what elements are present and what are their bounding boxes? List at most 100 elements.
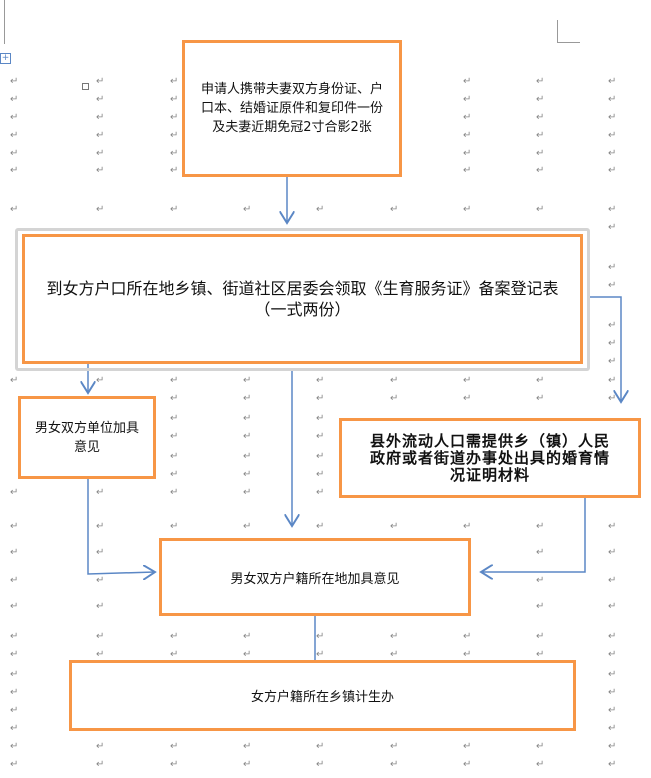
- flow-step-5[interactable]: 女方户籍所在乡镇计生办: [69, 660, 576, 731]
- paragraph-return-icon: ↵: [536, 393, 545, 404]
- paragraph-return-icon: ↵: [316, 631, 325, 642]
- paragraph-return-icon: ↵: [316, 413, 325, 424]
- paragraph-return-icon: ↵: [10, 601, 19, 612]
- paragraph-return-icon: ↵: [463, 165, 472, 176]
- paragraph-return-icon: ↵: [608, 705, 617, 716]
- flow-step-3b[interactable]: 县外流动人口需提供乡（镇）人民政府或者街道办事处出具的婚育情况证明材料: [339, 418, 641, 498]
- paragraph-return-icon: ↵: [536, 547, 545, 558]
- flow-step-2[interactable]: 到女方户口所在地乡镇、街道社区居委会领取《生育服务证》备案登记表（一式两份）: [22, 234, 583, 364]
- paragraph-return-icon: ↵: [463, 521, 472, 532]
- paragraph-return-icon: ↵: [170, 631, 179, 642]
- paragraph-return-icon: ↵: [608, 723, 617, 734]
- paragraph-return-icon: ↵: [96, 487, 105, 498]
- paragraph-return-icon: ↵: [608, 649, 617, 660]
- paragraph-return-icon: ↵: [463, 112, 472, 123]
- paragraph-return-icon: ↵: [316, 487, 325, 498]
- paragraph-return-icon: ↵: [10, 759, 19, 770]
- paragraph-return-icon: ↵: [170, 451, 179, 462]
- paragraph-return-icon: ↵: [243, 469, 252, 480]
- paragraph-return-icon: ↵: [536, 112, 545, 123]
- paragraph-return-icon: ↵: [316, 375, 325, 386]
- paragraph-return-icon: ↵: [10, 94, 19, 105]
- paragraph-return-icon: ↵: [316, 451, 325, 462]
- paragraph-return-icon: ↵: [463, 759, 472, 770]
- paragraph-return-icon: ↵: [536, 601, 545, 612]
- paragraph-return-icon: ↵: [96, 76, 105, 87]
- paragraph-return-icon: ↵: [608, 393, 617, 404]
- paragraph-return-icon: ↵: [536, 741, 545, 752]
- paragraph-return-icon: ↵: [96, 547, 105, 558]
- paragraph-return-icon: ↵: [316, 393, 325, 404]
- paragraph-return-icon: ↵: [10, 669, 19, 680]
- paragraph-return-icon: ↵: [316, 469, 325, 480]
- paragraph-return-icon: ↵: [608, 222, 617, 233]
- page-corner-mark: [0, 0, 5, 44]
- paragraph-return-icon: ↵: [96, 148, 105, 159]
- paragraph-return-icon: ↵: [536, 148, 545, 159]
- paragraph-return-icon: ↵: [608, 165, 617, 176]
- paragraph-return-icon: ↵: [608, 356, 617, 367]
- paragraph-return-icon: ↵: [608, 741, 617, 752]
- paragraph-return-icon: ↵: [96, 631, 105, 642]
- paragraph-return-icon: ↵: [96, 759, 105, 770]
- paragraph-return-icon: ↵: [10, 575, 19, 586]
- paragraph-return-icon: ↵: [536, 165, 545, 176]
- paragraph-return-icon: ↵: [10, 130, 19, 141]
- paragraph-return-icon: ↵: [243, 413, 252, 424]
- paragraph-return-icon: ↵: [10, 487, 19, 498]
- selection-frame[interactable]: [15, 228, 590, 371]
- paragraph-return-icon: ↵: [96, 601, 105, 612]
- paragraph-return-icon: ↵: [170, 94, 179, 105]
- flow-step-3a[interactable]: 男女双方单位加具意见: [18, 396, 156, 479]
- paragraph-return-icon: ↵: [10, 112, 19, 123]
- paragraph-return-icon: ↵: [463, 649, 472, 660]
- paragraph-return-icon: ↵: [390, 204, 399, 215]
- paragraph-return-icon: ↵: [170, 393, 179, 404]
- paragraph-return-icon: ↵: [10, 631, 19, 642]
- paragraph-return-icon: ↵: [536, 575, 545, 586]
- paragraph-return-icon: ↵: [536, 759, 545, 770]
- paragraph-return-icon: ↵: [463, 375, 472, 386]
- step-1-text: 申请人携带夫妻双方身份证、户口本、结婚证原件和复印件一份及夫妻近期免冠2寸合影2…: [200, 82, 383, 135]
- paragraph-return-icon: ↵: [390, 649, 399, 660]
- table-move-handle-icon[interactable]: +: [0, 53, 11, 64]
- arrow-step3a-step4: [87, 478, 155, 574]
- paragraph-return-icon: ↵: [536, 94, 545, 105]
- paragraph-return-icon: ↵: [96, 575, 105, 586]
- paragraph-return-icon: ↵: [170, 112, 179, 123]
- paragraph-return-icon: ↵: [170, 487, 179, 498]
- paragraph-return-icon: ↵: [10, 165, 19, 176]
- paragraph-return-icon: ↵: [390, 375, 399, 386]
- paragraph-return-icon: ↵: [316, 759, 325, 770]
- paragraph-return-icon: ↵: [243, 649, 252, 660]
- paragraph-return-icon: ↵: [608, 521, 617, 532]
- paragraph-return-icon: ↵: [243, 375, 252, 386]
- paragraph-return-icon: ↵: [170, 649, 179, 660]
- paragraph-return-icon: ↵: [608, 112, 617, 123]
- paragraph-return-icon: ↵: [463, 76, 472, 87]
- flow-step-1[interactable]: 申请人携带夫妻双方身份证、户口本、结婚证原件和复印件一份及夫妻近期免冠2寸合影2…: [182, 40, 402, 177]
- flow-step-4[interactable]: 男女双方户籍所在地加具意见: [159, 538, 471, 616]
- paragraph-return-icon: ↵: [243, 431, 252, 442]
- paragraph-return-icon: ↵: [608, 94, 617, 105]
- paragraph-return-icon: ↵: [316, 741, 325, 752]
- paragraph-return-icon: ↵: [608, 375, 617, 386]
- paragraph-return-icon: ↵: [608, 148, 617, 159]
- arrow-step2-step3b: [589, 296, 621, 402]
- paragraph-return-icon: ↵: [170, 413, 179, 424]
- paragraph-return-icon: ↵: [608, 631, 617, 642]
- paragraph-return-icon: ↵: [608, 547, 617, 558]
- paragraph-return-icon: ↵: [463, 393, 472, 404]
- paragraph-return-icon: ↵: [10, 687, 19, 698]
- paragraph-return-icon: ↵: [10, 204, 19, 215]
- paragraph-return-icon: ↵: [608, 759, 617, 770]
- paragraph-return-icon: ↵: [10, 76, 19, 87]
- paragraph-return-icon: ↵: [390, 741, 399, 752]
- step-3a-text: 男女双方单位加具意见: [34, 420, 139, 455]
- paragraph-return-icon: ↵: [96, 375, 105, 386]
- arrow-step3b-step4: [481, 497, 586, 572]
- paragraph-return-icon: ↵: [608, 669, 617, 680]
- paragraph-return-icon: ↵: [316, 431, 325, 442]
- paragraph-return-icon: ↵: [96, 94, 105, 105]
